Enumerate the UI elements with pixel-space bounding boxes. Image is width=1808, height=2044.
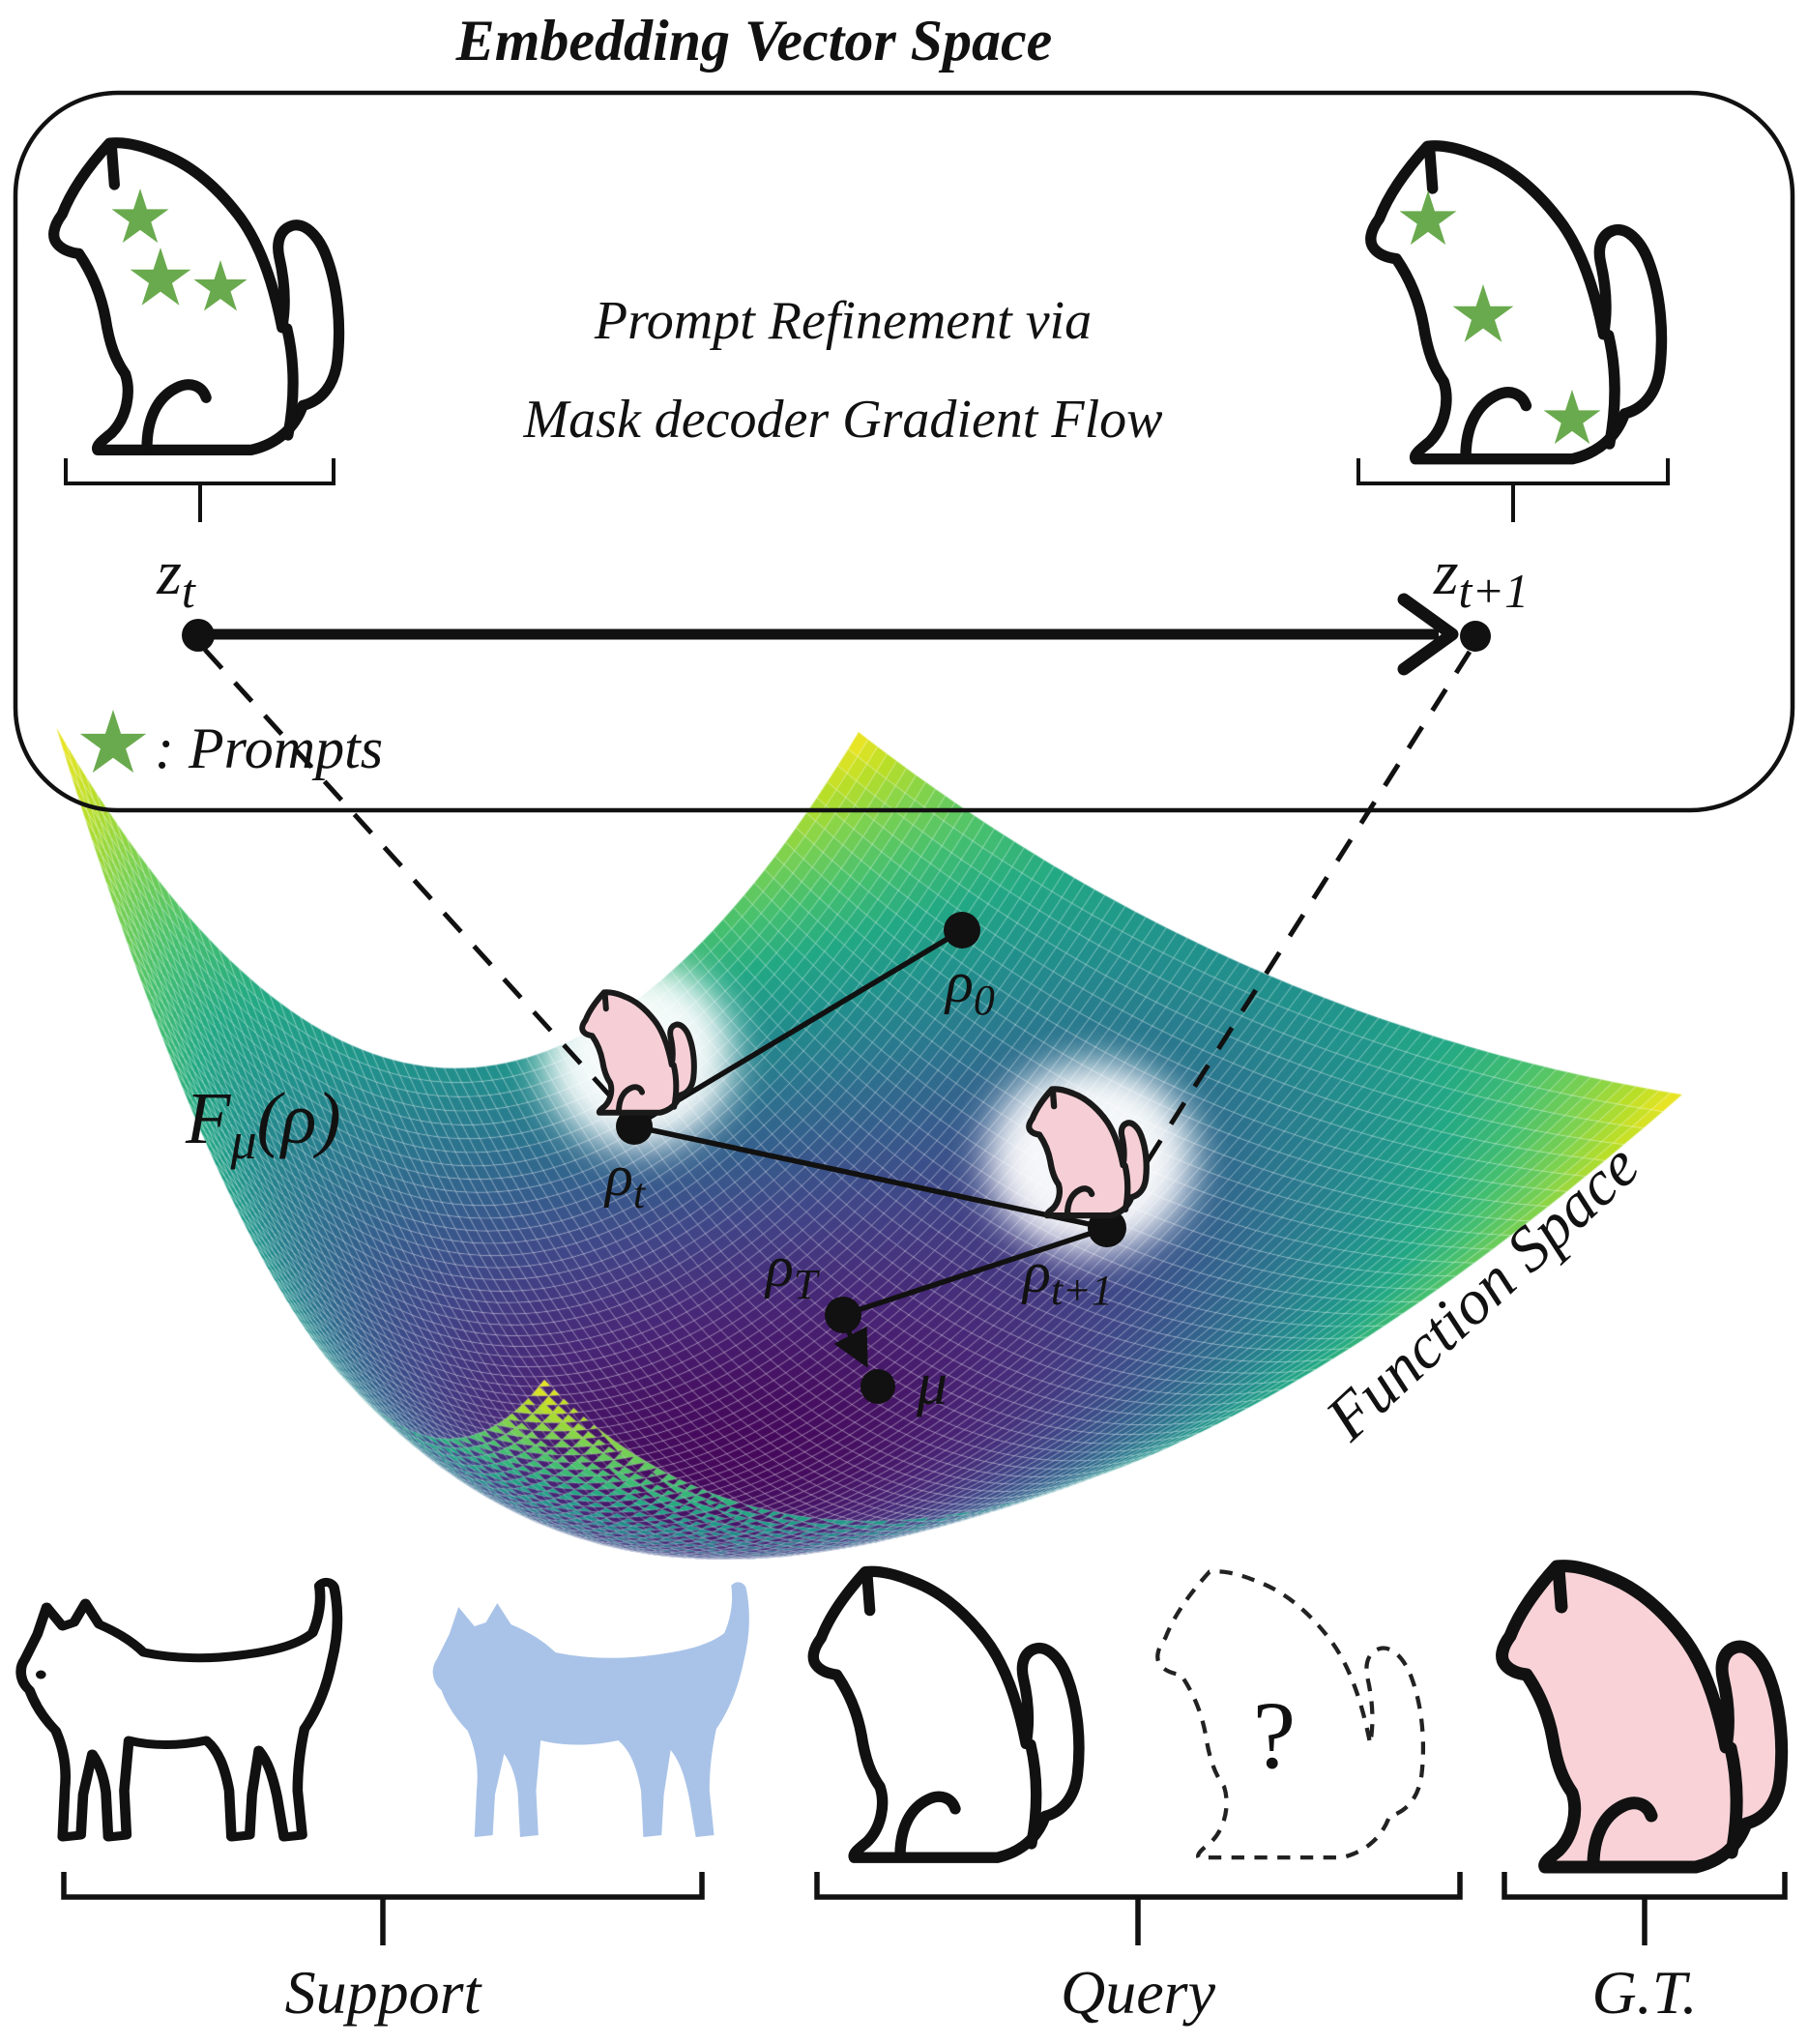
brace-zt1 <box>1356 458 1670 522</box>
prompts-legend: : Prompts <box>79 710 383 780</box>
brace-query <box>814 1872 1463 1945</box>
page-title: Embedding Vector Space <box>455 9 1053 73</box>
label-function-space: Function Space <box>1312 1130 1652 1454</box>
brace-gt <box>1502 1872 1788 1945</box>
embedding-cat-zt1 <box>1371 146 1662 459</box>
point-rho0 <box>944 912 980 949</box>
label-query: Query <box>1061 1958 1216 2027</box>
support-cat-image <box>21 1582 337 1837</box>
point-rhoT <box>825 1297 861 1333</box>
refinement-text-line2: Mask decoder Gradient Flow <box>523 390 1163 450</box>
gt-cat-mask <box>1502 1566 1782 1867</box>
brace-support <box>61 1872 705 1945</box>
question-mark: ? <box>1253 1681 1296 1789</box>
query-cat-image <box>813 1571 1079 1857</box>
projection-line-left <box>203 648 627 1114</box>
brace-zt <box>64 458 335 522</box>
trajectory <box>632 927 1108 1368</box>
label-rhoT: ρT <box>764 1235 821 1308</box>
projection-line-right <box>1111 650 1473 1216</box>
point-rhot <box>616 1108 653 1145</box>
label-support: Support <box>285 1958 483 2027</box>
embedding-space-box <box>13 90 1795 813</box>
label-mu: μ <box>916 1349 948 1417</box>
support-cat-mask <box>432 1582 749 1837</box>
prompts-legend-label: : Prompts <box>155 716 383 780</box>
gradient-flow-arrow <box>182 593 1491 676</box>
refinement-text-line1: Prompt Refinement via <box>594 291 1092 351</box>
label-rhot1: ρt+1 <box>1021 1241 1113 1314</box>
label-rho0: ρ0 <box>944 950 995 1024</box>
point-mu <box>860 1369 895 1404</box>
embedding-cat-zt <box>54 143 339 451</box>
label-gt: G.T. <box>1591 1958 1697 2027</box>
label-z-t1: zt+1 <box>1433 538 1529 618</box>
label-rhot: ρt <box>603 1144 647 1217</box>
label-objective: Fμ(ρ) <box>185 1078 341 1170</box>
label-z-t: zt <box>156 538 196 618</box>
prompt-star-icon <box>79 710 147 774</box>
